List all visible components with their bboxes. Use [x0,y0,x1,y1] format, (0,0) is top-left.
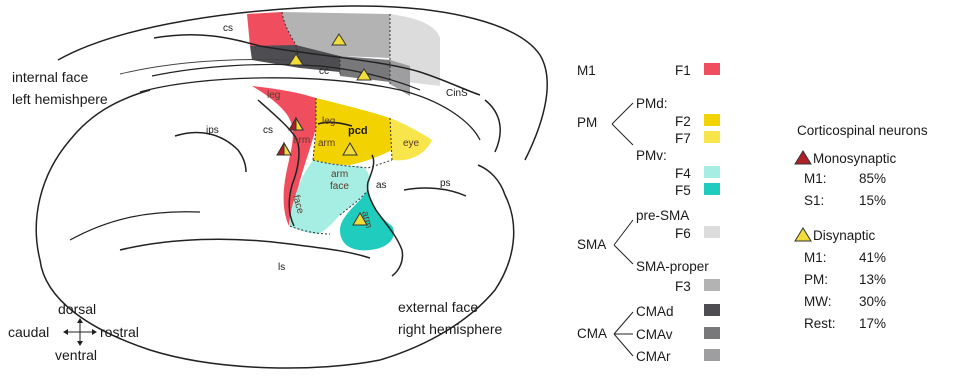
area-label-arm2: arm [318,138,335,149]
swatch-cmar [704,349,720,361]
area-label-arm: arm [293,135,310,146]
legend-cmav: CMAv [636,327,673,342]
orientation-compass: dorsal ventral caudal rostral [8,301,139,363]
legend-pm: PM [577,115,597,130]
lateral-sulcus [120,239,370,258]
swatch-cmad [704,304,720,316]
mono-label: Monosynaptic [813,151,897,166]
disynaptic-marker-s1 [284,143,291,155]
di-row-0-val: 41% [859,250,886,265]
legend-pmv: PMv: [636,148,667,163]
legend-m1: M1 [577,63,596,78]
swatch-cmav [704,327,720,339]
monosynaptic-icon [795,151,811,164]
mono-row-0-key: M1: [804,171,827,186]
di-row-0-key: M1: [804,250,827,265]
sts-sulcus [70,212,200,240]
legend-pre-sma: pre-SMA [636,208,689,223]
legend-f3: F3 [675,279,691,294]
di-row-2-val: 30% [859,294,886,309]
di-row-1-key: PM: [804,272,828,287]
area-label-eye: eye [403,138,420,149]
neurons-panel: Corticospinal neurons Monosynaptic M1: 8… [795,123,928,331]
internal-hemisphere-label: left hemishpere [12,91,108,107]
area-legend: M1 F1 PM PMd: F2 F7 PMv: F4 F5 SMA pre-S… [577,63,720,364]
sulcus-label-ps: ps [440,178,451,189]
legend-sma-proper: SMA-proper [636,259,709,274]
swatch-f2 [704,114,720,126]
swatch-f1 [704,63,720,75]
swatch-f3 [704,279,720,291]
compass-caudal: caudal [8,324,49,340]
area-label-arm-face-2: face [330,181,349,192]
legend-f5: F5 [675,183,691,198]
sulcus-label-as: as [376,180,387,191]
mono-row-1-val: 15% [859,193,886,208]
legend-pmd: PMd: [636,96,668,111]
area-label-leg2: leg [322,116,335,127]
swatch-f6 [704,226,720,238]
compass-ventral: ventral [55,347,97,363]
legend-cmad: CMAd [636,304,674,319]
legend-f1: F1 [675,63,691,78]
di-row-2-key: MW: [804,294,832,309]
compass-rostral: rostral [100,324,139,340]
legend-cma: CMA [577,326,607,341]
area-label-leg: leg [267,90,280,101]
compass-dorsal: dorsal [58,301,96,317]
external-face-label: external face [398,299,478,315]
legend-cmar: CMAr [636,349,671,364]
sulcus-label-cs: cs [263,125,273,136]
sulcus-label-ls: ls [278,262,285,273]
legend-f4: F4 [675,166,691,181]
area-label-arm-face-1: arm [331,169,348,180]
di-row-1-val: 13% [859,272,886,287]
disynaptic-icon [795,228,811,241]
internal-face-label: internal face [12,69,88,85]
swatch-f4 [704,166,720,178]
mono-row-1-key: S1: [804,193,824,208]
mono-row-0-val: 85% [859,171,886,186]
di-row-3-key: Rest: [804,316,836,331]
legend-f6: F6 [675,226,691,241]
sulcus-label-ips: ips [206,125,219,136]
di-label: Disynaptic [813,228,876,243]
sulcus-label-cs-top: cs [223,23,233,34]
legend-f2: F2 [675,114,691,129]
principal-sulcus [404,188,466,196]
intraparietal-sulcus [175,132,246,172]
di-row-3-val: 17% [859,316,886,331]
swatch-f7 [704,131,720,143]
neurons-title: Corticospinal neurons [797,123,928,138]
external-hemisphere-label: right hemisphere [398,321,502,337]
legend-f7: F7 [675,131,691,146]
legend-sma: SMA [577,237,606,252]
sulcus-label-cins: CinS [446,88,468,99]
sulcus-label-cc: cc [319,66,329,77]
swatch-f5 [704,183,720,195]
area-label-pcd: pcd [348,125,368,137]
